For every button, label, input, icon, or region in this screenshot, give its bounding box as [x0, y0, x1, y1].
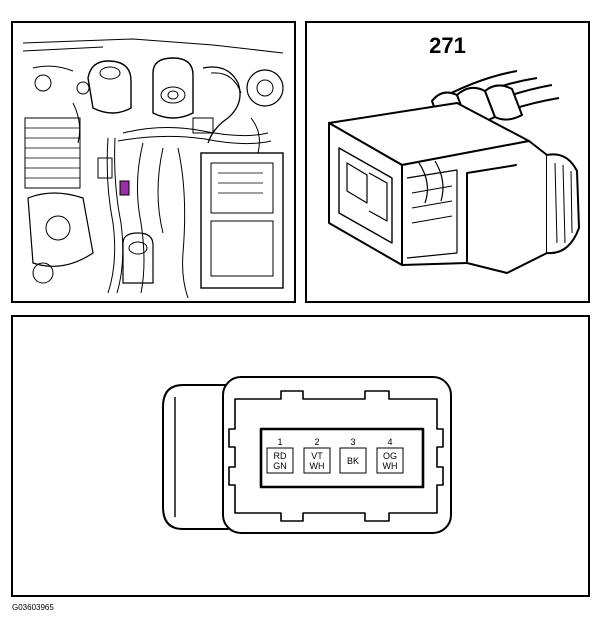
engine-bay-panel: [11, 21, 296, 303]
pin-1: 1 RD GN: [266, 437, 294, 474]
pin-number: 2: [314, 437, 319, 447]
pin-wire-stripe: WH: [383, 461, 398, 471]
connector-face-drawing: [162, 376, 452, 534]
pin-wire-color: VT: [311, 451, 323, 461]
figure-id: G03603965: [12, 603, 54, 612]
pinout-panel: 1 RD GN 2 VT WH 3 BK 4 OG WH: [11, 315, 590, 597]
pin-wire-color: BK: [347, 456, 359, 466]
pin-number: 1: [277, 437, 282, 447]
pin-4: 4 OG WH: [376, 437, 404, 474]
pin-number: 4: [387, 437, 392, 447]
connector-location-marker: [119, 180, 130, 196]
pin-wire-color: OG: [383, 451, 397, 461]
pin-labels: 1 RD GN 2 VT WH 3 BK 4 OG WH: [266, 437, 404, 474]
engine-bay-drawing: [22, 38, 284, 299]
pin-wire-stripe: WH: [310, 461, 325, 471]
connector-view-panel: 271: [305, 21, 590, 303]
pin-wire-color: RD: [274, 451, 287, 461]
pin-3: 3 BK: [339, 437, 367, 474]
connector-number: 271: [429, 33, 466, 58]
connector-perspective-drawing: [328, 70, 580, 274]
highlighted-connector: [119, 180, 130, 196]
pin-2: 2 VT WH: [303, 437, 331, 474]
pin-wire-stripe: GN: [273, 461, 287, 471]
pin-number: 3: [350, 437, 355, 447]
